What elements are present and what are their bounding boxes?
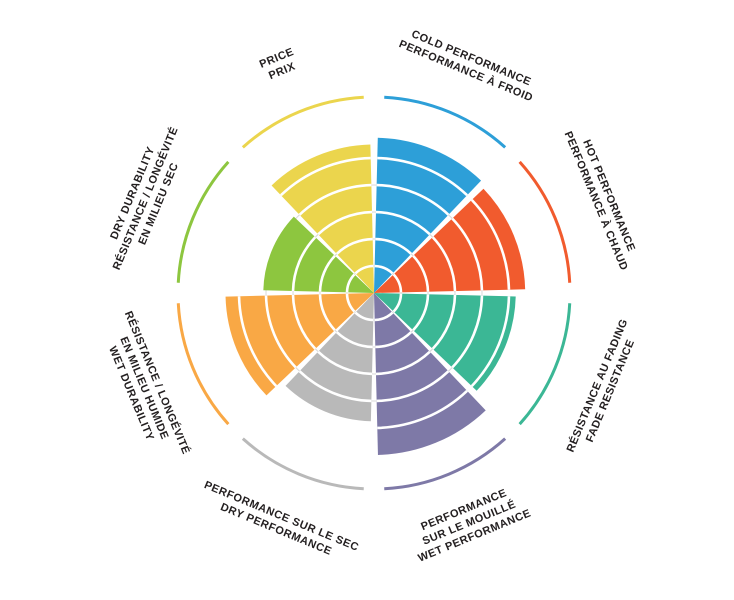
ring-divider	[298, 370, 372, 403]
ring-divider	[335, 331, 373, 349]
ring-divider	[345, 273, 356, 293]
ring-divider	[376, 183, 450, 216]
ring-divider	[377, 156, 468, 197]
label-price: PRICEPRIX	[258, 46, 301, 84]
ring-divider	[318, 294, 336, 332]
ring-divider	[412, 254, 430, 292]
ring-divider	[317, 210, 373, 236]
ring-divider	[375, 350, 431, 376]
ring-divider	[280, 156, 371, 197]
ring-divider	[470, 296, 511, 387]
segment-hot-performance	[374, 188, 526, 293]
grid-ring	[292, 211, 456, 375]
ring-divider	[470, 199, 511, 290]
ring-divider	[374, 311, 394, 322]
outer-arc-dry-performance	[241, 437, 364, 491]
ring-divider	[392, 293, 403, 313]
grid-ring	[319, 238, 429, 348]
ring-divider	[354, 264, 374, 275]
ring-divider	[318, 254, 336, 292]
label-cold-performance: COLD PERFORMANCEPERFORMANCE À FROID	[397, 25, 540, 104]
ring-divider	[345, 293, 356, 313]
segment-dry-performance	[285, 293, 374, 422]
outer-arc-price	[241, 95, 364, 149]
label-dry-performance: PERFORMANCE SUR LE SECDRY PERFORMANCE	[197, 479, 361, 567]
segment-dry-durability	[263, 216, 374, 293]
ring-divider	[431, 236, 457, 292]
ring-divider	[375, 210, 431, 236]
outer-arc-wet-performance	[384, 437, 507, 491]
ring-divider	[392, 273, 403, 293]
ring-divider	[291, 236, 317, 292]
label-dry-durability: DRY DURABILITYRÉSISTANCE / LONGÉVITÉEN M…	[98, 120, 194, 277]
ring-divider	[354, 311, 374, 322]
ring-divider	[317, 350, 373, 376]
ring-divider	[451, 217, 484, 291]
ring-divider	[237, 296, 278, 387]
ring-divider	[298, 183, 372, 216]
outer-arc-hot-performance	[518, 160, 572, 283]
ring-divider	[431, 294, 457, 350]
ring-divider	[376, 370, 450, 403]
ring-divider	[377, 389, 468, 430]
ring-divider	[335, 237, 373, 255]
segment-wet-performance	[374, 293, 486, 455]
ring-divider	[412, 294, 430, 332]
label-fade-resistance: RÉSISTANCE AU FADINGFADE RESISTANCE	[564, 317, 644, 460]
label-hot-performance: HOT PERFORMANCEPERFORMANCE À CHAUD	[562, 124, 643, 272]
grid-ring	[346, 265, 402, 321]
ring-divider	[291, 294, 317, 350]
outer-arc-wet-durability	[176, 303, 230, 426]
segment-cold-performance	[374, 137, 482, 293]
ring-divider	[264, 295, 297, 369]
outer-arc-fade-resistance	[518, 303, 572, 426]
ring-divider	[374, 264, 394, 275]
ring-divider	[375, 331, 413, 349]
label-wet-performance: PERFORMANCESUR LE MOUILLÉWET PERFORMANCE	[406, 481, 533, 564]
ring-divider	[375, 237, 413, 255]
ring-divider	[451, 295, 484, 369]
grid-ring	[265, 184, 483, 402]
outer-arc-cold-performance	[384, 95, 507, 149]
outer-arc-dry-durability	[176, 160, 230, 283]
label-wet-durability: RÉSISTANCE / LONGÉVITÉEN MILIEU HUMIDEWE…	[96, 309, 193, 467]
